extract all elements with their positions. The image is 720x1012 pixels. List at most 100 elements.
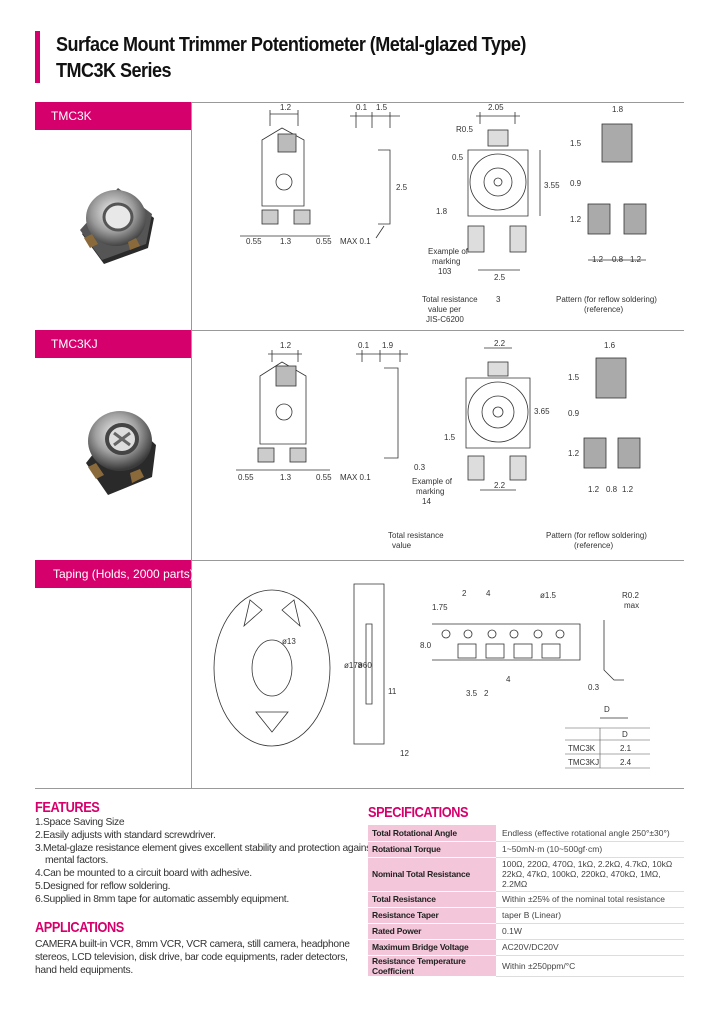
note-text: Total resistance bbox=[422, 295, 478, 304]
applications-text: CAMERA built-in VCR, 8mm VCR, VCR camera… bbox=[35, 939, 350, 976]
tmc3kj-pattern bbox=[583, 357, 641, 469]
dim-label: 2.5 bbox=[396, 183, 408, 192]
dim-label: 0.55 bbox=[316, 473, 332, 482]
note-text: 103 bbox=[438, 267, 452, 276]
spec-key: Nominal Total Resistance bbox=[368, 857, 496, 892]
dim-label: 0.55 bbox=[238, 473, 254, 482]
dim-label: ø1.5 bbox=[540, 591, 557, 600]
dim-label: ø60 bbox=[358, 661, 372, 670]
dim-label: 1.2 bbox=[568, 449, 580, 458]
d-table-model: TMC3K bbox=[568, 744, 596, 753]
note-text: value bbox=[392, 541, 412, 550]
spec-value: 100Ω, 220Ω, 470Ω, 1kΩ, 2.2kΩ, 4.7kΩ, 10k… bbox=[496, 857, 684, 892]
tmc3k-front-view bbox=[240, 110, 330, 237]
dim-label: 11 bbox=[388, 687, 397, 696]
note-text: JIS-C6200 bbox=[426, 315, 464, 324]
dim-label: D bbox=[604, 705, 610, 714]
applications-heading: APPLICATIONS bbox=[35, 919, 124, 936]
dim-label: ø178 bbox=[344, 661, 363, 670]
dim-label: 1.2 bbox=[588, 485, 600, 494]
spec-value: 1~50mN·m (10~500gf·cm) bbox=[496, 841, 684, 858]
spec-value-line: 100Ω, 220Ω, 470Ω, 1kΩ, 2.2kΩ, 4.7kΩ, 10k… bbox=[502, 859, 673, 869]
spec-key: Maximum Bridge Voltage bbox=[368, 939, 496, 956]
dim-label: 1.2 bbox=[592, 255, 604, 264]
note-text: marking bbox=[432, 257, 460, 266]
dim-label: 4 bbox=[506, 675, 511, 684]
dim-label: R0.5 bbox=[456, 125, 473, 134]
tape-profile bbox=[600, 620, 628, 719]
tmc3kj-top-view bbox=[465, 347, 531, 491]
tmc3k-top-view bbox=[467, 112, 541, 271]
dim-label: 1.3 bbox=[280, 237, 292, 246]
spec-value: Endless (effective rotational angle 250°… bbox=[496, 825, 684, 842]
spec-key: Rated Power bbox=[368, 923, 496, 940]
title-line-2: TMC3K Series bbox=[56, 59, 172, 82]
dim-label: 1.2 bbox=[280, 341, 292, 350]
dim-label: max bbox=[624, 601, 639, 610]
spec-value: Within ±25% of the nominal total resista… bbox=[496, 891, 684, 908]
dim-label: 4 bbox=[486, 589, 491, 598]
caption-text: (reference) bbox=[584, 305, 623, 314]
dim-label: 2.5 bbox=[494, 273, 506, 282]
d-table-value: 2.4 bbox=[620, 758, 632, 767]
feature-item: 3.Metal-glaze resistance element gives e… bbox=[35, 842, 411, 854]
column-divider bbox=[191, 102, 192, 788]
dim-label: 0.3 bbox=[414, 463, 426, 472]
note-text: Example of bbox=[428, 247, 469, 256]
feature-item: 5.Designed for reflow soldering. bbox=[35, 880, 171, 892]
dim-label: 0.8 bbox=[606, 485, 618, 494]
d-table bbox=[565, 727, 650, 769]
d-table-value: 2.1 bbox=[620, 744, 632, 753]
spec-key: Resistance Temperature Coefficient bbox=[368, 955, 496, 977]
feature-item: 1.Space Saving Size bbox=[35, 817, 125, 828]
note-text: 14 bbox=[422, 497, 431, 506]
features-list: 1.Space Saving Size 2.Easily adjusts wit… bbox=[35, 817, 411, 907]
dim-label: 3.55 bbox=[544, 181, 560, 190]
tmc3k-side-view bbox=[350, 112, 400, 239]
dim-label: MAX 0.1 bbox=[340, 473, 371, 482]
tmc3k-photo bbox=[80, 188, 154, 264]
spec-key: Total Rotational Angle bbox=[368, 825, 496, 842]
note-text: Total resistance bbox=[388, 531, 444, 540]
dim-label: 1.9 bbox=[382, 341, 394, 350]
feature-item: 4.Can be mounted to a circuit board with… bbox=[35, 868, 252, 880]
note-text: value per bbox=[428, 305, 461, 314]
tmc3kj-front-view bbox=[236, 350, 330, 471]
spec-key: Resistance Taper bbox=[368, 907, 496, 924]
dim-label: 1.5 bbox=[444, 433, 456, 442]
section-rule bbox=[35, 560, 684, 561]
dim-label: 12 bbox=[400, 749, 409, 758]
dim-label: 1.8 bbox=[612, 105, 624, 114]
d-table-model: TMC3KJ bbox=[568, 758, 599, 767]
spec-value: AC20V/DC20V bbox=[496, 939, 684, 956]
dim-label: 2.2 bbox=[494, 339, 506, 348]
dim-label: 2.05 bbox=[488, 103, 504, 112]
spec-value: Within ±250ppm/°C bbox=[496, 955, 684, 977]
dim-label: 8.0 bbox=[420, 641, 432, 650]
dim-label: 2.2 bbox=[494, 481, 506, 490]
tmc3k-pattern bbox=[587, 123, 647, 261]
section-label-tmc3kj: TMC3KJ bbox=[35, 330, 191, 358]
caption-text: Pattern (for reflow soldering) bbox=[546, 531, 647, 540]
reel-drawing bbox=[213, 583, 385, 747]
tmc3kj-photo bbox=[86, 411, 156, 495]
dim-label: 1.6 bbox=[604, 341, 616, 350]
features-heading: FEATURES bbox=[35, 799, 100, 816]
section-rule bbox=[35, 788, 684, 789]
dim-label: 1.2 bbox=[570, 215, 582, 224]
dim-label: 1.75 bbox=[432, 603, 448, 612]
section-rule bbox=[35, 102, 684, 103]
section-rule bbox=[35, 330, 684, 331]
dim-label: 1.5 bbox=[376, 103, 388, 112]
dim-label: 1.2 bbox=[622, 485, 634, 494]
dim-label: 0.1 bbox=[358, 341, 370, 350]
dim-label: 2 bbox=[462, 589, 467, 598]
dim-label: 0.55 bbox=[316, 237, 332, 246]
